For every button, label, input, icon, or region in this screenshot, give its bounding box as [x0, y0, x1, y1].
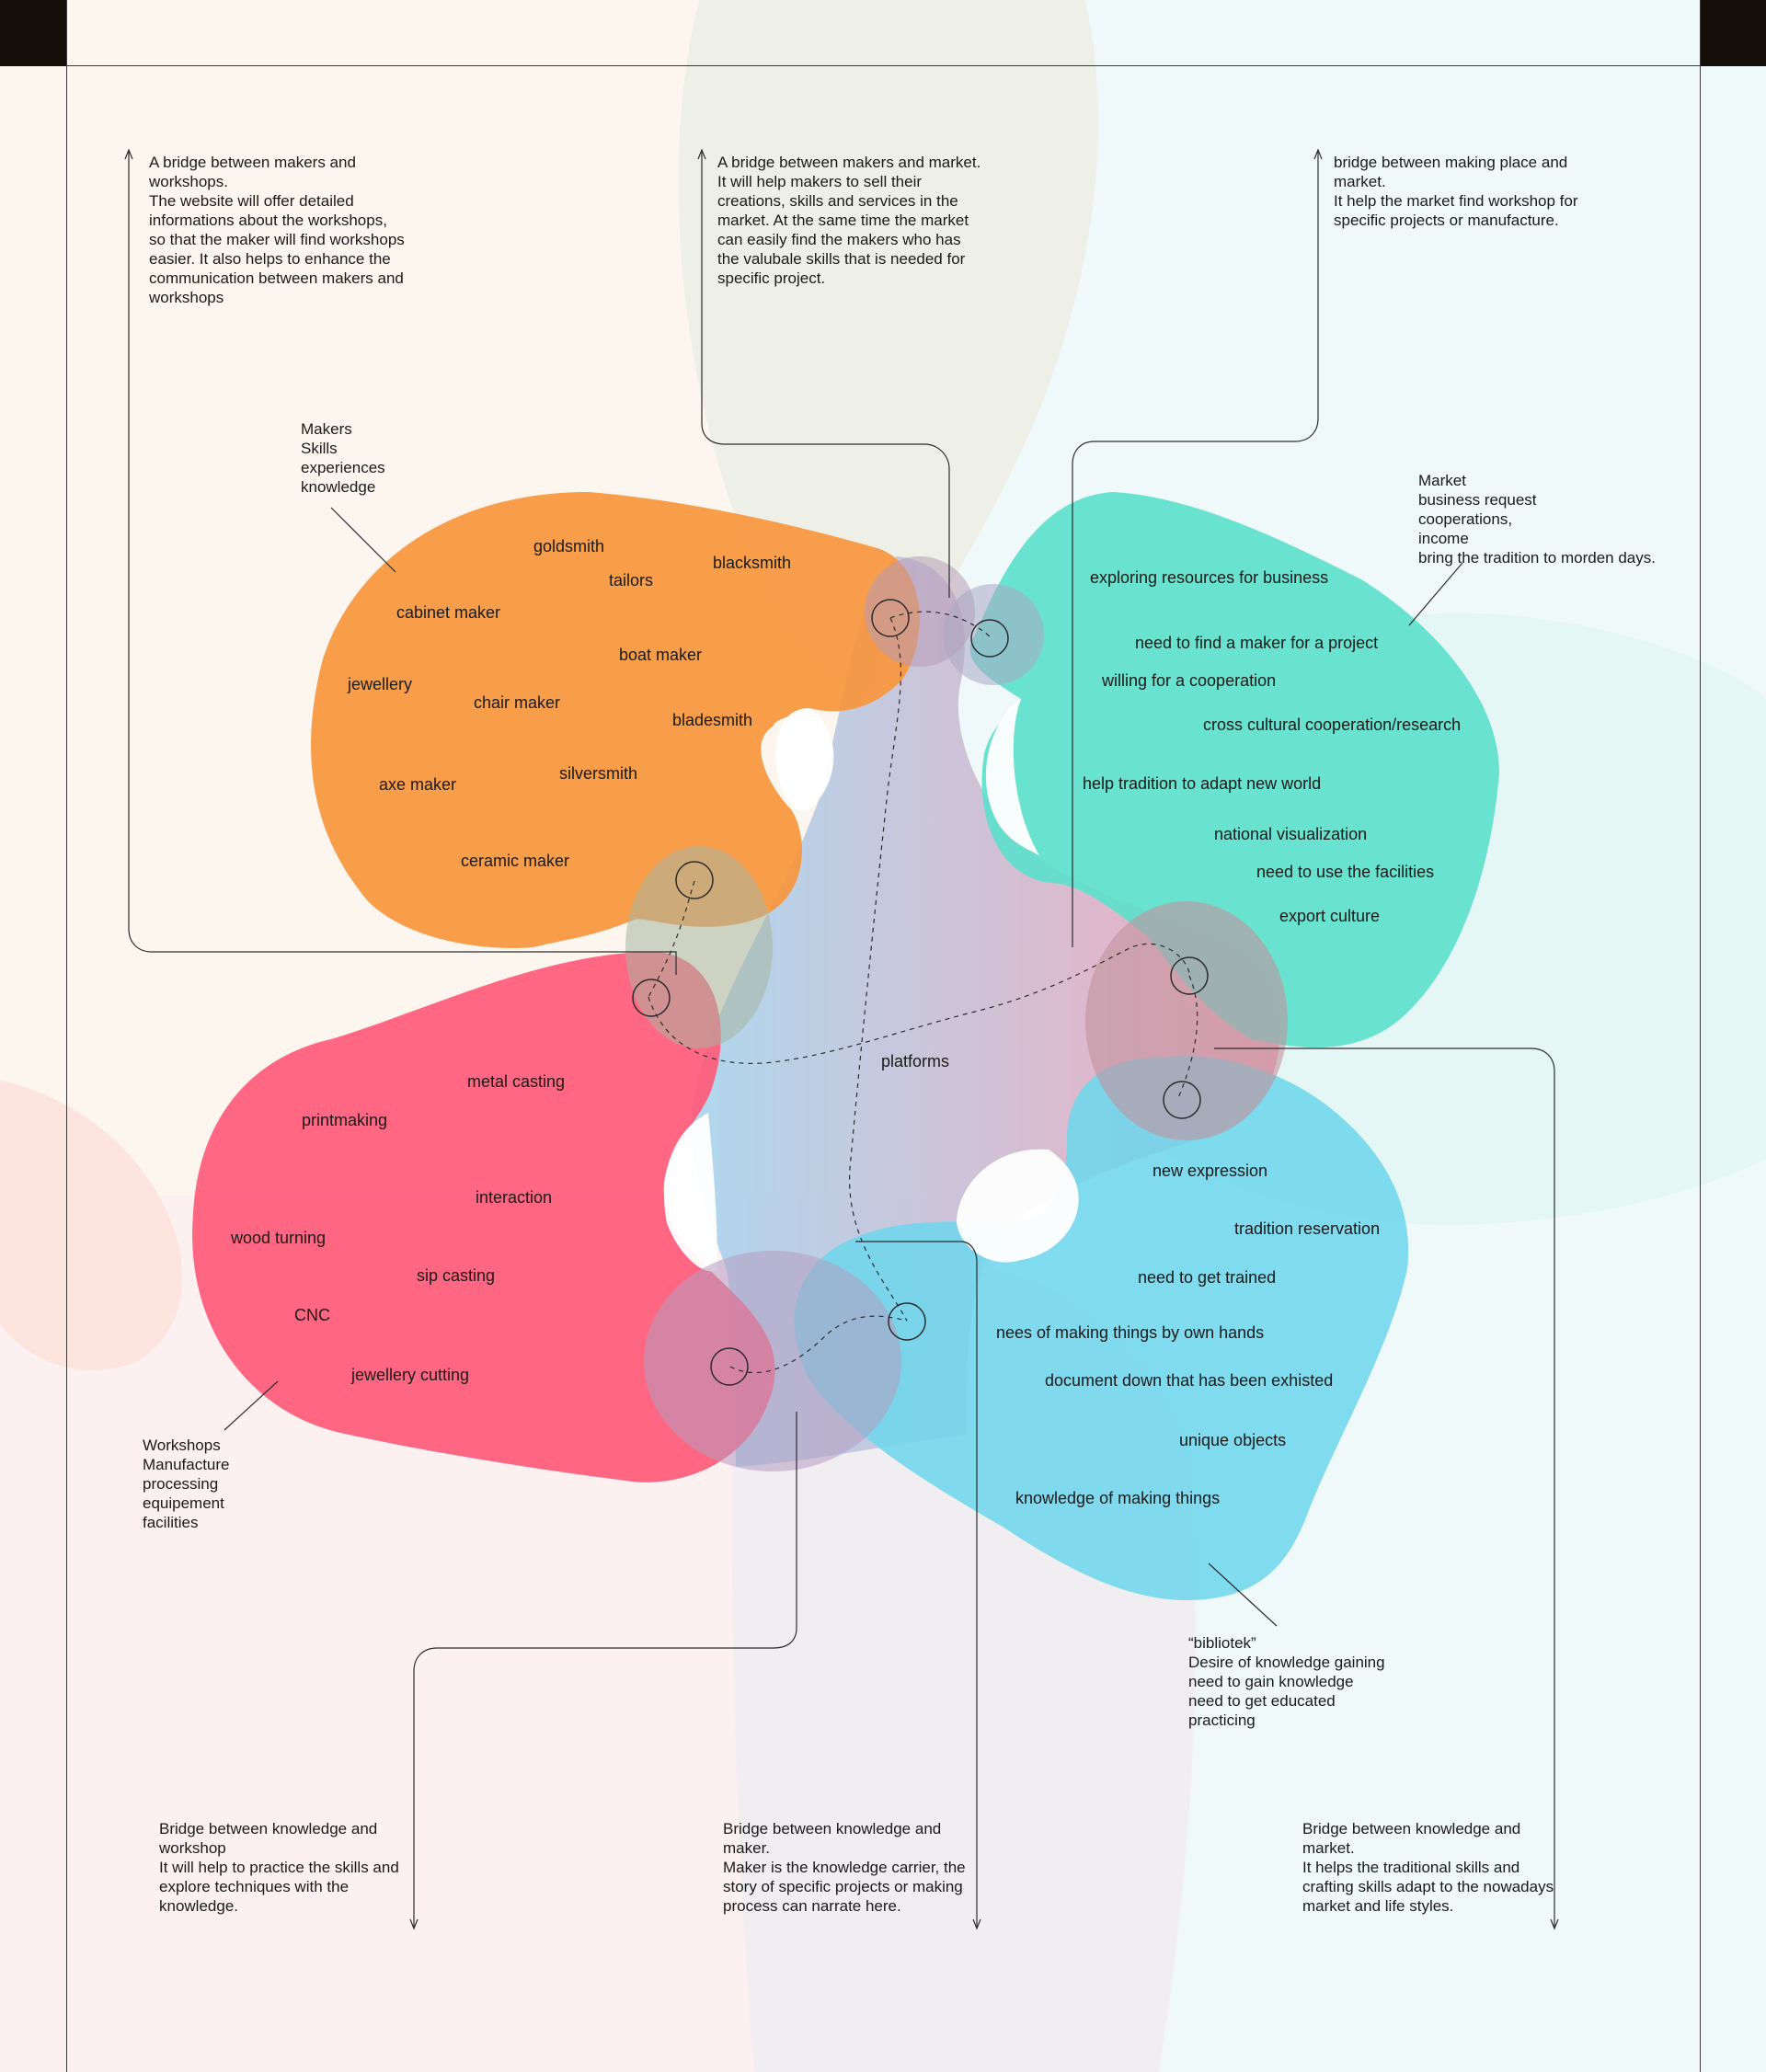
makers-item: silversmith	[559, 764, 638, 783]
makers-item: ceramic maker	[461, 852, 570, 870]
frame-top-line	[66, 65, 1700, 67]
frame-corner-left	[0, 0, 66, 66]
description-knowledge-workshop: Bridge between knowledge and workshop It…	[159, 1820, 399, 1915]
guide-lines	[128, 152, 1555, 1927]
knowledge-item: document down that has been exhisted	[1045, 1371, 1334, 1390]
knowledge-item: tradition reservation	[1234, 1219, 1381, 1238]
makers-item: goldsmith	[533, 537, 605, 555]
description-knowledge-market: Bridge between knowledge and market. It …	[1302, 1820, 1554, 1915]
bridge-market-knowledge	[1085, 901, 1288, 1140]
background-blob-left	[0, 1081, 183, 1371]
node-workshop-bottom	[710, 1347, 749, 1386]
knowledge-item: nees of making things by own hands	[996, 1323, 1265, 1342]
workshop-item: interaction	[476, 1188, 553, 1207]
market-item: national visualization	[1214, 825, 1368, 843]
makers-cutout	[775, 708, 834, 812]
description-place-market: bridge between making place and market. …	[1334, 154, 1578, 229]
makers-blob	[311, 492, 920, 948]
category-workshops: Workshops Manufacture processing equipem…	[143, 1437, 230, 1531]
category-knowledge: “bibliotek” Desire of knowledge gaining …	[1188, 1634, 1385, 1729]
market-item: willing for a cooperation	[1102, 671, 1277, 690]
makers-item: tailors	[609, 571, 654, 590]
makers-item: axe maker	[379, 775, 457, 794]
market-item: need to find a maker for a project	[1135, 634, 1379, 652]
knowledge-cutout	[957, 1149, 1079, 1263]
workshops-blob	[192, 951, 775, 1482]
market-item: exploring resources for business	[1090, 568, 1329, 587]
connector-circles	[632, 599, 1209, 1386]
description-makers-market: A bridge between makers and market. It w…	[717, 154, 981, 287]
frame-right-line	[1700, 0, 1702, 2072]
frame-corner-right	[1700, 0, 1766, 66]
description-makers-workshops: A bridge between makers and workshops. T…	[149, 154, 405, 306]
category-market: Market business request cooperations, in…	[1418, 472, 1656, 567]
workshops-cutout	[664, 1113, 717, 1272]
market-cutout	[985, 699, 1039, 855]
dashed-connections	[648, 611, 1198, 1374]
makers-item: chair maker	[474, 693, 561, 712]
arrowheads	[124, 148, 1559, 1930]
platforms-label: platforms	[881, 1052, 950, 1070]
market-blob	[969, 492, 1499, 1047]
node-maker-top	[871, 599, 910, 637]
knowledge-item: new expression	[1152, 1162, 1268, 1180]
makers-item: boat maker	[619, 646, 703, 664]
workshop-item: printmaking	[302, 1111, 388, 1129]
node-workshop-top	[632, 979, 671, 1017]
market-item: export culture	[1279, 907, 1381, 925]
knowledge-item: knowledge of making things	[1015, 1489, 1221, 1507]
knowledge-item: unique objects	[1179, 1431, 1287, 1449]
workshop-item: sip casting	[417, 1266, 496, 1285]
makers-item: blacksmith	[713, 554, 792, 572]
workshop-item: wood turning	[231, 1229, 327, 1247]
makers-item: bladesmith	[672, 711, 753, 729]
workshop-item: jewellery cutting	[351, 1366, 470, 1384]
bridge-makers-workshops	[625, 846, 773, 1048]
market-item: cross cultural cooperation/research	[1203, 715, 1462, 734]
description-knowledge-maker: Bridge between knowledge and maker. Make…	[723, 1820, 966, 1915]
node-market-bottom	[1170, 956, 1209, 995]
makers-item: cabinet maker	[396, 603, 501, 622]
platforms-shape	[691, 556, 1280, 1467]
frame-left-line	[66, 0, 68, 2072]
node-knowledge-top	[1163, 1081, 1201, 1119]
node-knowledge-bottom	[888, 1302, 926, 1341]
node-maker-bottom	[675, 861, 714, 899]
market-item: need to use the facilities	[1256, 863, 1435, 881]
callout-lines	[224, 507, 1463, 1627]
bridge-workshops-knowledge	[644, 1251, 901, 1471]
makers-item: jewellery	[348, 675, 413, 693]
category-makers: Makers Skills experiences knowledge	[301, 420, 385, 496]
workshop-item: CNC	[294, 1306, 330, 1324]
knowledge-blob	[794, 1056, 1409, 1600]
market-item: help tradition to adapt new world	[1083, 774, 1322, 793]
node-market-top	[970, 619, 1009, 658]
knowledge-item: need to get trained	[1138, 1268, 1277, 1287]
workshop-item: metal casting	[467, 1072, 566, 1091]
